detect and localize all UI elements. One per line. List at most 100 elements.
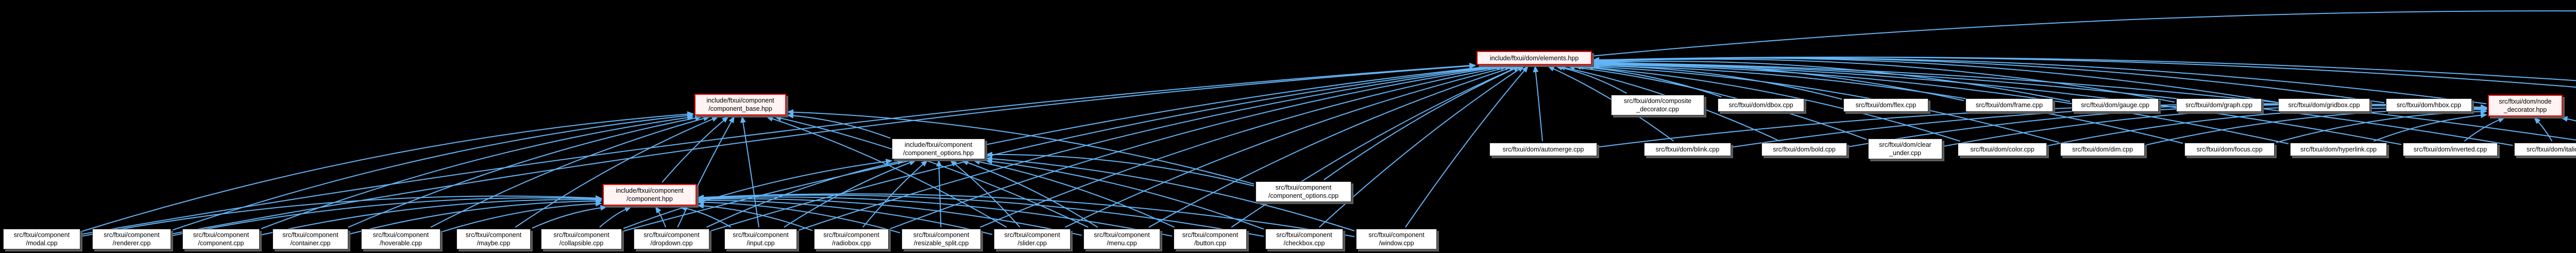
edge-dropdown_cpp-to-component_base_hpp (677, 116, 735, 228)
edge-slider_cpp-to-component_base_hpp (766, 116, 1007, 228)
graph-node-gauge_cpp[interactable]: src/ftxui/dom/gauge.cpp (2072, 98, 2159, 112)
edge-collapsible_cpp-to-component_hpp (599, 207, 632, 228)
graph-node-label: src/ftxui/component (1182, 231, 1239, 239)
edge-composite_decorator_cpp-to-elements_hpp (1555, 64, 1627, 94)
graph-node-label: src/ftxui/component (1368, 231, 1425, 239)
graph-node-label: /container.cpp (290, 240, 331, 247)
graph-node-elements_hpp[interactable]: include/ftxui/dom/elements.hpp (1477, 51, 1592, 65)
graph-node-label: src/ftxui/component (1275, 184, 1332, 191)
graph-node-flex_cpp[interactable]: src/ftxui/dom/flex.cpp (1843, 98, 1928, 112)
graph-node-graph_cpp[interactable]: src/ftxui/dom/graph.cpp (2176, 98, 2262, 112)
edge-inverted_cpp-to-node_decorator_hpp (2464, 117, 2505, 142)
graph-node-label: src/ftxui/dom/dbox.cpp (1728, 102, 1793, 109)
graph-node-checkbox_cpp[interactable]: src/ftxui/component/checkbox.cpp (1265, 229, 1343, 249)
edge-resizable_split_cpp-to-component_options_hpp (936, 160, 942, 228)
graph-node-frame_cpp[interactable]: src/ftxui/dom/frame.cpp (1965, 98, 2053, 112)
edge-checkbox_cpp-to-component_options_hpp (985, 158, 1264, 230)
graph-node-inverted_cpp[interactable]: src/ftxui/dom/inverted.cpp (2403, 143, 2498, 156)
graph-node-dim_cpp[interactable]: src/ftxui/dom/dim.cpp (2060, 143, 2145, 156)
graph-node-label: include/ftxui/component (706, 97, 774, 104)
graph-node-label: /hoverable.cpp (379, 240, 422, 247)
graph-node-label: include/ftxui/component (616, 187, 684, 194)
edge-component_options_cpp-to-elements_hpp (1324, 66, 1521, 180)
graph-node-label: /collapsible.cpp (559, 240, 604, 247)
edge-hbox_cpp-to-elements_hpp (1592, 57, 2385, 104)
graph-node-composite_decorator_cpp[interactable]: src/ftxui/dom/composite_decorator.cpp (1611, 95, 1704, 115)
graph-node-component_options_hpp[interactable]: include/ftxui/component/component_option… (892, 139, 985, 159)
edge-flexbox_cpp-to-elements_hpp (1592, 56, 2576, 81)
graph-node-blink_cpp[interactable]: src/ftxui/dom/blink.cpp (1644, 143, 1731, 156)
edge-modal_cpp-to-component_base_hpp (81, 111, 694, 232)
graph-node-label: src/ftxui/dom/dim.cpp (2072, 146, 2133, 153)
graph-node-label: /component_options.cpp (1268, 192, 1339, 199)
graph-node-modal_cpp[interactable]: src/ftxui/component/modal.cpp (3, 229, 80, 249)
edge-hoverable_cpp-to-component_hpp (442, 200, 602, 232)
graph-node-label: /checkbox.cpp (1283, 240, 1325, 247)
edge-flex_cpp-to-elements_hpp (1592, 63, 1842, 100)
graph-node-label: /modal.cpp (26, 240, 58, 247)
graph-node-window_cpp[interactable]: src/ftxui/component/window.cpp (1356, 229, 1437, 249)
graph-node-label: src/ftxui/dom/focus.cpp (2196, 146, 2263, 153)
edge-automerge_cpp-to-elements_hpp (1533, 65, 1543, 142)
edge-maybe_cpp-to-component_base_hpp (515, 116, 719, 228)
edge-dropdown_cpp-to-component_options_hpp (706, 159, 905, 228)
graph-node-label: _under.cpp (1889, 149, 1921, 157)
edge-dropdown_cpp-to-elements_hpp (710, 64, 1495, 231)
edge-container_cpp-to-component_base_hpp (348, 115, 702, 228)
edge-hyperlink_cpp-to-node_decorator_hpp (2373, 112, 2487, 142)
edge-component_hpp-to-component_base_hpp (662, 116, 729, 183)
graph-node-button_cpp[interactable]: src/ftxui/component/button.cpp (1174, 229, 1247, 249)
graph-node-label: src/ftxui/component (553, 231, 609, 239)
edge-maybe_cpp-to-component_hpp (532, 205, 607, 229)
edge-component_cpp-to-component_base_hpp (261, 114, 694, 229)
edge-modal_cpp-to-elements_hpp (81, 62, 1476, 235)
graph-node-component_options_cpp[interactable]: src/ftxui/component/component_options.cp… (1256, 181, 1351, 202)
graph-node-slider_cpp[interactable]: src/ftxui/component/slider.cpp (994, 229, 1071, 249)
graph-node-component_base_hpp[interactable]: include/ftxui/component/component_base.h… (694, 94, 786, 115)
graph-node-label: src/ftxui/component (913, 231, 970, 239)
graph-node-label: src/ftxui/dom/gauge.cpp (2081, 102, 2149, 109)
graph-node-container_cpp[interactable]: src/ftxui/component/container.cpp (273, 229, 348, 249)
graph-node-component_hpp[interactable]: include/ftxui/component/component.hpp (603, 184, 697, 206)
graph-node-label: include/ftxui/component (904, 141, 973, 148)
graph-node-label: src/ftxui/dom/automerge.cpp (1502, 146, 1584, 153)
graph-node-label: /component.hpp (626, 195, 673, 203)
graph-node-label: /component.cpp (198, 240, 244, 247)
graph-node-clear_under_cpp[interactable]: src/ftxui/dom/clear_under.cpp (1868, 139, 1942, 159)
graph-node-label: _decorator.cpp (1636, 106, 1679, 113)
graph-node-gridbox_cpp[interactable]: src/ftxui/dom/gridbox.cpp (2278, 98, 2370, 112)
graph-node-label: /menu.cpp (1107, 240, 1137, 247)
graph-node-hyperlink_cpp[interactable]: src/ftxui/dom/hyperlink.cpp (2290, 143, 2387, 156)
graph-node-hoverable_cpp[interactable]: src/ftxui/component/hoverable.cpp (361, 229, 440, 249)
graph-node-maybe_cpp[interactable]: src/ftxui/component/maybe.cpp (456, 229, 531, 249)
edge-component_options_hpp-to-component_base_hpp (787, 112, 891, 139)
graph-node-automerge_cpp[interactable]: src/ftxui/dom/automerge.cpp (1489, 143, 1597, 156)
graph-node-bold_cpp[interactable]: src/ftxui/dom/bold.cpp (1761, 143, 1847, 156)
edge-dropdown_cpp-to-component_hpp (655, 206, 667, 228)
graph-node-radiobox_cpp[interactable]: src/ftxui/component/radiobox.cpp (814, 229, 889, 249)
graph-node-input_cpp[interactable]: src/ftxui/component/input.cpp (724, 229, 797, 249)
graph-node-dropdown_cpp[interactable]: src/ftxui/component/dropdown.cpp (634, 229, 709, 249)
graph-node-color_cpp[interactable]: src/ftxui/dom/color.cpp (1958, 143, 2047, 156)
graph-node-label: src/ftxui/component (823, 231, 879, 239)
graph-node-resizable_split_cpp[interactable]: src/ftxui/component/resizable_split.cpp (902, 229, 981, 249)
graph-node-label: src/ftxui/dom/node (2499, 98, 2552, 105)
graph-node-focus_cpp[interactable]: src/ftxui/dom/focus.cpp (2184, 143, 2275, 156)
graph-node-dbox_cpp[interactable]: src/ftxui/dom/dbox.cpp (1718, 98, 1804, 112)
graph-node-label: /dropdown.cpp (650, 240, 693, 247)
graph-node-hbox_cpp[interactable]: src/ftxui/dom/hbox.cpp (2386, 98, 2472, 112)
graph-node-label: src/ftxui/dom/graph.cpp (2185, 102, 2252, 109)
edge-input_cpp-to-component_options_hpp (784, 160, 917, 228)
edge-input_cpp-to-component_base_hpp (740, 116, 759, 228)
graph-node-italic_cpp[interactable]: src/ftxui/dom/italic.cpp (2514, 143, 2576, 156)
graph-node-component_cpp[interactable]: src/ftxui/component/component.cpp (182, 229, 260, 249)
graph-node-collapsible_cpp[interactable]: src/ftxui/component/collapsible.cpp (541, 229, 622, 249)
graph-node-node_decorator_hpp[interactable]: src/ftxui/dom/node_decorator.hpp (2488, 95, 2563, 116)
graph-node-label: /window.cpp (1379, 240, 1414, 247)
graph-node-renderer_cpp[interactable]: src/ftxui/component/renderer.cpp (92, 229, 171, 249)
graph-node-menu_cpp[interactable]: src/ftxui/component/menu.cpp (1083, 229, 1160, 249)
edge-dbox_cpp-to-elements_hpp (1574, 64, 1722, 97)
graph-node-label: src/ftxui/dom/gridbox.cpp (2288, 102, 2360, 109)
